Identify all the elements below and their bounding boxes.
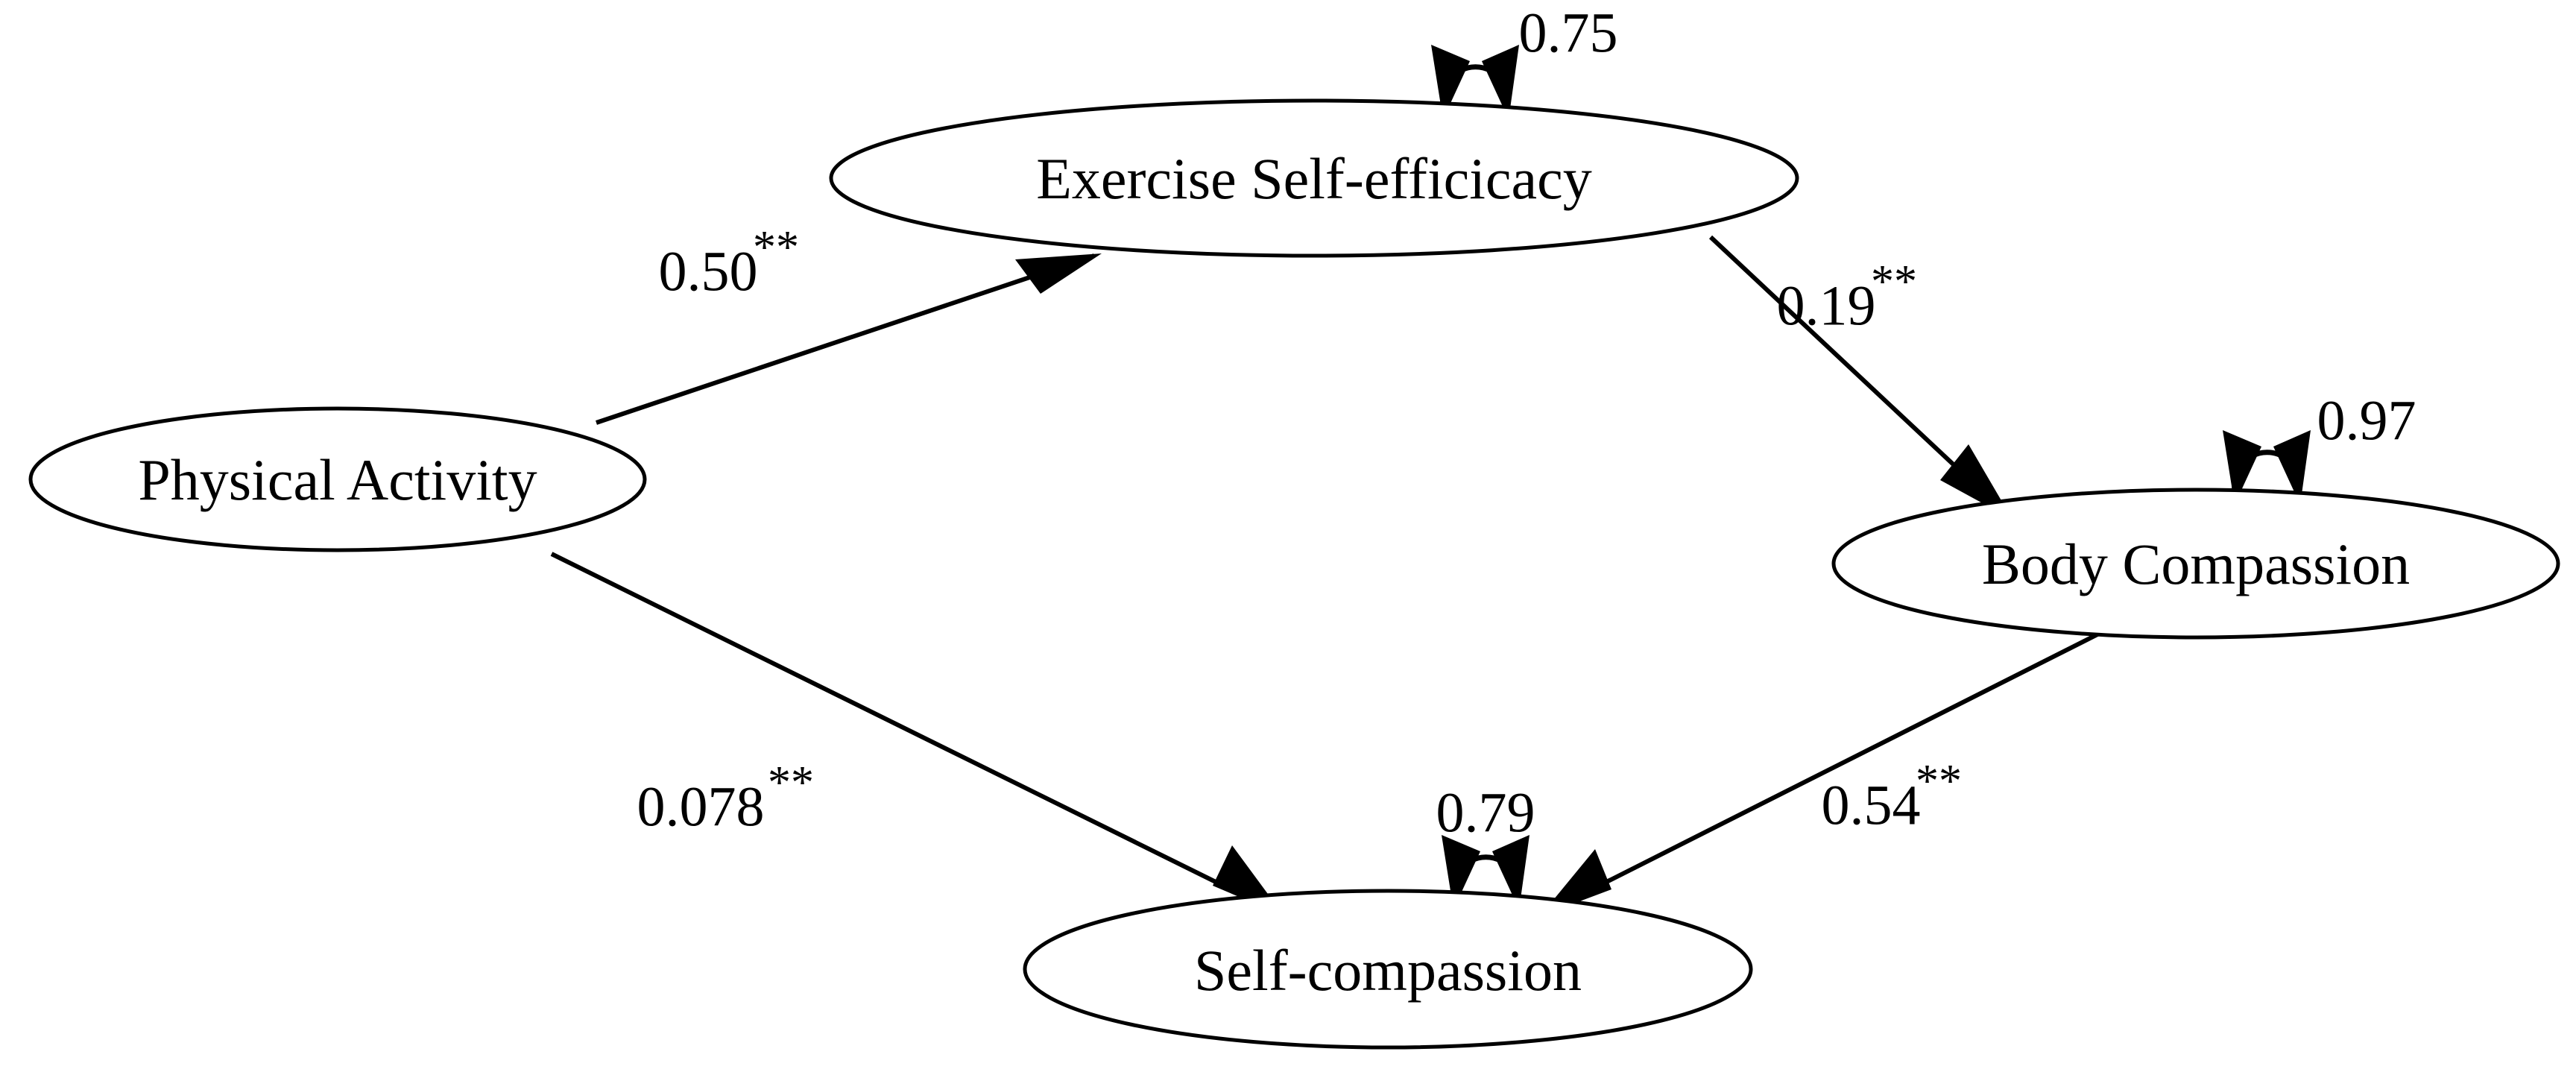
node-label-exercise-self-efficacy: Exercise Self-efficicacy: [1036, 146, 1592, 211]
coef-value-pa-sc: 0.078: [637, 775, 765, 838]
self-loop-arrow-right-ese: [1482, 45, 1519, 119]
self-loop-arrow-right-bc: [2273, 430, 2311, 505]
node-ellipse-exercise-self-efficacy[interactable]: [829, 98, 1799, 258]
node-body-compassion[interactable]: Body Compassion: [1831, 488, 2560, 640]
edge-line-pa-sc: [550, 552, 1278, 914]
residual-label-body-compassion: 0.97: [2317, 389, 2416, 452]
coef-stars-pa-ese: **: [753, 222, 799, 273]
edge-line-bc-sc: [1547, 630, 2103, 913]
self-loop-arrow-left-ese: [1431, 45, 1470, 119]
node-self-compassion[interactable]: Self-compassion: [1023, 889, 1753, 1050]
edge-line-pa-ese: [596, 253, 1095, 425]
coef-exercise-self-efficacy-to-body-compassion: 0.19 **: [1777, 256, 1918, 337]
node-physical-activity[interactable]: Physical Activity: [28, 406, 647, 552]
residual-label-exercise-self-efficacy: 0.75: [1519, 1, 1618, 64]
node-ellipse-body-compassion[interactable]: [1831, 488, 2560, 640]
coef-stars-ese-bc: **: [1871, 256, 1917, 307]
arrow-head-pa-ese: [1015, 253, 1102, 294]
node-label-body-compassion: Body Compassion: [1982, 532, 2410, 596]
edge-physical-activity-to-self-compassion: [550, 552, 1284, 916]
node-ellipse-physical-activity[interactable]: [28, 406, 647, 552]
coef-stars-pa-sc: **: [768, 757, 814, 808]
coef-physical-activity-to-self-compassion: 0.078 **: [637, 757, 815, 838]
coef-value-ese-bc: 0.19: [1777, 274, 1876, 337]
coef-body-compassion-to-self-compassion: 0.54 **: [1822, 756, 1963, 836]
node-label-physical-activity: Physical Activity: [138, 447, 537, 512]
coef-stars-bc-sc: **: [1916, 756, 1962, 807]
node-ellipse-self-compassion[interactable]: [1023, 889, 1753, 1050]
edge-physical-activity-to-exercise-self-efficacy: [596, 253, 1102, 425]
coef-physical-activity-to-exercise-self-efficacy: 0.50 **: [659, 222, 800, 303]
node-exercise-self-efficacy[interactable]: Exercise Self-efficicacy: [829, 98, 1799, 258]
node-label-self-compassion: Self-compassion: [1194, 938, 1582, 1003]
residual-label-self-compassion: 0.79: [1436, 781, 1535, 844]
coef-value-bc-sc: 0.54: [1822, 774, 1921, 836]
coef-value-pa-ese: 0.50: [659, 240, 758, 303]
self-loop-arrow-right-sc: [1492, 835, 1530, 910]
self-loop-body-compassion: [2223, 430, 2311, 505]
self-loop-arrow-left-bc: [2223, 430, 2261, 505]
self-loop-exercise-self-efficacy: [1431, 45, 1519, 119]
